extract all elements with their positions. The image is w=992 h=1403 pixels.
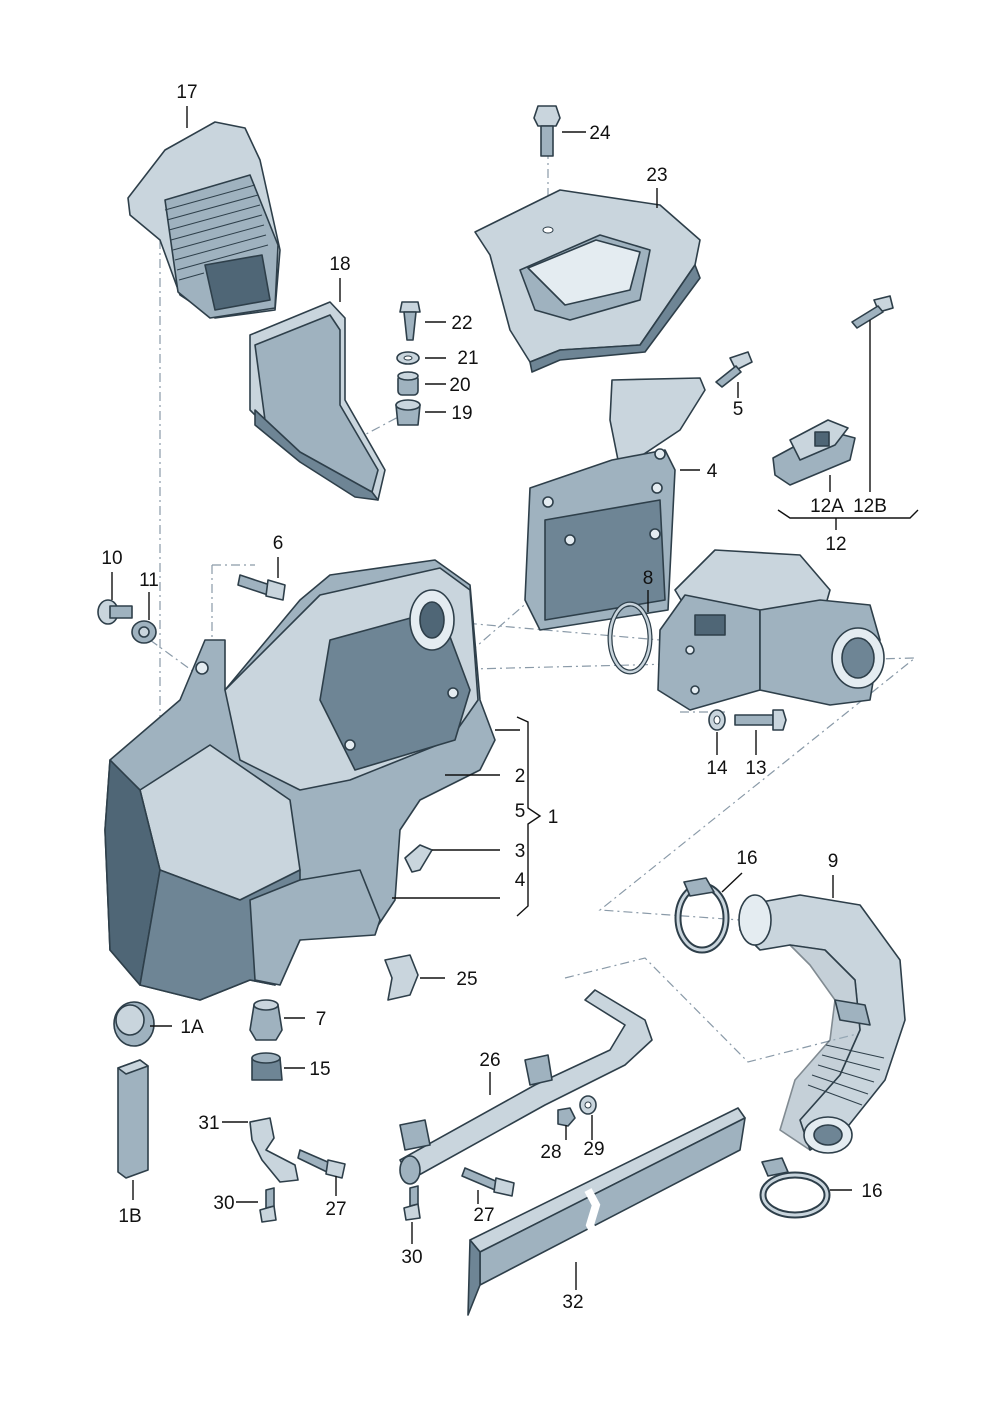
label-31: 31 xyxy=(198,1113,219,1134)
clip-part-3 xyxy=(404,844,433,873)
screw-part-5 xyxy=(715,351,753,388)
spacer-part-20 xyxy=(397,371,419,396)
label-17: 17 xyxy=(176,82,197,103)
label-11: 11 xyxy=(139,570,159,591)
label-30-center: 30 xyxy=(401,1247,422,1268)
label-12B: 12B xyxy=(853,496,887,517)
seal-ring-part-8 xyxy=(607,601,653,675)
bolt-part-6 xyxy=(237,574,286,601)
label-5-housing: 5 xyxy=(515,801,526,822)
label-16-top: 16 xyxy=(736,848,757,869)
washer-part-21 xyxy=(396,351,420,365)
label-2: 2 xyxy=(515,766,526,787)
label-12A: 12A xyxy=(810,496,844,517)
label-5-top: 5 xyxy=(733,399,744,420)
hose-clamp-part-16-top xyxy=(674,877,730,954)
label-24: 24 xyxy=(589,123,611,144)
bracket-part-31 xyxy=(249,1117,299,1183)
label-27-center: 27 xyxy=(473,1205,494,1226)
label-10: 10 xyxy=(101,548,122,569)
bolt-part-24 xyxy=(533,105,561,157)
label-8: 8 xyxy=(643,568,654,589)
cap-part-1A xyxy=(113,1001,155,1047)
bolt-part-27-center xyxy=(461,1167,515,1197)
bolt-part-27-left xyxy=(297,1149,346,1179)
bracket-part-18 xyxy=(249,301,386,501)
label-9: 9 xyxy=(828,851,839,872)
nut-part-28 xyxy=(557,1107,576,1127)
label-27-left: 27 xyxy=(325,1199,346,1220)
washer-part-29 xyxy=(579,1095,597,1115)
washer-part-14 xyxy=(708,709,726,731)
intake-duct-part-17 xyxy=(127,121,281,319)
sensor-part-12A xyxy=(772,419,856,486)
cover-part-23 xyxy=(474,189,701,373)
label-28: 28 xyxy=(540,1142,561,1163)
clip-part-25 xyxy=(384,954,419,1001)
pipe-part-26 xyxy=(399,989,653,1185)
label-7: 7 xyxy=(316,1009,327,1030)
screw-part-22 xyxy=(399,301,421,341)
hose-clamp-part-16-bottom xyxy=(759,1157,831,1219)
label-23: 23 xyxy=(646,165,667,186)
label-15: 15 xyxy=(309,1059,330,1080)
callout-labels: 17 18 24 23 22 21 20 19 5 4 12A 12B 12 6… xyxy=(101,82,886,1313)
label-18: 18 xyxy=(329,254,350,275)
label-21: 21 xyxy=(457,348,478,369)
foam-strip-part-1B xyxy=(117,1059,149,1179)
label-1A: 1A xyxy=(180,1017,204,1038)
grommet-part-19 xyxy=(395,399,421,426)
label-3: 3 xyxy=(515,841,526,862)
leader-lines xyxy=(111,106,919,1290)
label-30-left: 30 xyxy=(213,1193,234,1214)
air-mass-meter-part-12 xyxy=(657,549,885,711)
air-filter-housing-part-1 xyxy=(104,559,496,1001)
stud-part-10 xyxy=(97,599,133,625)
label-19: 19 xyxy=(451,403,472,424)
screw-part-30-center xyxy=(403,1185,421,1221)
label-1: 1 xyxy=(548,807,559,828)
label-4-top: 4 xyxy=(707,461,718,482)
label-26: 26 xyxy=(479,1050,500,1071)
label-13: 13 xyxy=(745,758,766,779)
label-12: 12 xyxy=(825,534,846,555)
label-32: 32 xyxy=(562,1292,583,1313)
label-25: 25 xyxy=(456,969,477,990)
label-29: 29 xyxy=(583,1139,604,1160)
label-16-bottom: 16 xyxy=(861,1181,882,1202)
label-4-housing: 4 xyxy=(515,870,526,891)
label-14: 14 xyxy=(706,758,728,779)
label-20: 20 xyxy=(449,375,470,396)
screw-part-12B xyxy=(851,295,894,329)
mount-part-7 xyxy=(249,999,283,1041)
grommet-part-11 xyxy=(131,620,157,644)
hose-part-9 xyxy=(738,894,906,1154)
screw-part-30-left xyxy=(259,1187,277,1223)
plate-part-4 xyxy=(524,377,706,631)
seal-strip-part-32 xyxy=(467,1107,746,1316)
mount-part-15 xyxy=(251,1052,283,1081)
bolt-part-13 xyxy=(734,709,787,731)
label-22: 22 xyxy=(451,313,472,334)
label-6: 6 xyxy=(273,533,284,554)
label-1B: 1B xyxy=(118,1206,141,1227)
